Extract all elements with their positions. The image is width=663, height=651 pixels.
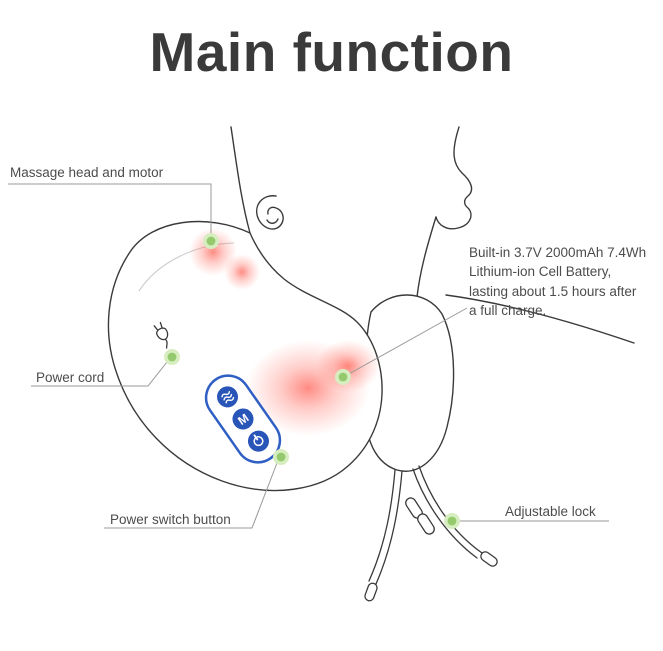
marker-adjustable-lock xyxy=(444,513,460,529)
control-panel: M xyxy=(204,374,282,464)
massage-waves-icon xyxy=(217,386,239,408)
annotation-lines xyxy=(8,183,609,529)
person-outline xyxy=(230,126,635,344)
marker-power-switch xyxy=(273,449,289,465)
massage-node-glow xyxy=(189,228,237,276)
label-power-cord: Power cord xyxy=(36,370,105,385)
ear-outline xyxy=(256,195,284,230)
heat-glow-areas xyxy=(189,228,380,436)
face-profile xyxy=(435,126,473,230)
strap-tip xyxy=(480,551,498,567)
mode-m-button: M xyxy=(232,408,254,430)
heat-area-glow xyxy=(316,340,380,392)
power-icon xyxy=(247,430,269,452)
page-title: Main function xyxy=(149,21,514,83)
adjustable-lock xyxy=(405,497,435,535)
ear-inner-line xyxy=(266,218,279,224)
straps xyxy=(368,465,483,585)
label-battery-info: Built-in 3.7V 2000mAh 7.4Wh Lithium-ion … xyxy=(469,245,647,319)
throat-line xyxy=(416,216,437,298)
label-massage-head-and-motor: Massage head and motor xyxy=(10,165,164,180)
marker-massage-head xyxy=(203,233,219,249)
massage-node-glow xyxy=(224,254,260,290)
marker-battery xyxy=(335,369,351,385)
strap-tip xyxy=(364,582,378,602)
shoulder-line xyxy=(445,294,635,344)
plug-icon xyxy=(153,321,169,349)
label-power-switch-button: Power switch button xyxy=(110,512,231,527)
marker-power-cord xyxy=(164,349,180,365)
label-adjustable-lock: Adjustable lock xyxy=(505,504,596,519)
